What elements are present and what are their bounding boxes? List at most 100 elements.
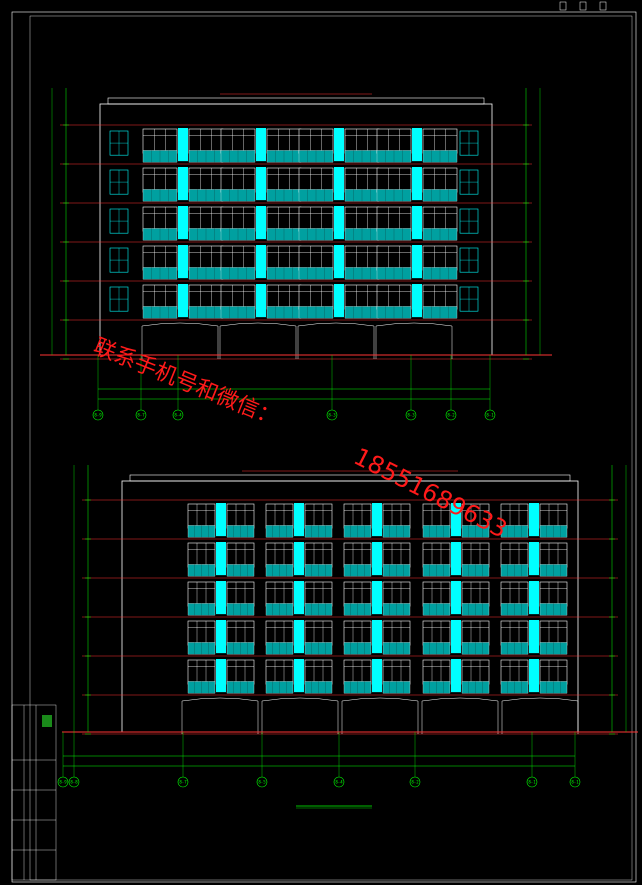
stair-glass-panel — [294, 620, 304, 654]
window-frame — [265, 542, 294, 568]
axis-bubble — [405, 409, 417, 421]
window-frame — [343, 542, 372, 568]
window-frame — [220, 206, 256, 232]
window-frame — [142, 245, 178, 271]
window-frame — [298, 284, 334, 310]
axis-bubble — [135, 409, 147, 421]
window-frame — [422, 206, 458, 232]
window-frame — [343, 620, 372, 646]
shop-front-arch — [375, 322, 453, 359]
stair-glass-panel — [334, 206, 344, 240]
window-frame — [376, 167, 412, 193]
window-frame — [376, 245, 412, 271]
window-frame — [344, 128, 380, 154]
stair-glass-panel — [334, 167, 344, 201]
stair-glass-panel — [256, 284, 266, 318]
window-frame — [266, 206, 302, 232]
window-frame — [422, 503, 451, 529]
window-frame — [539, 620, 568, 646]
axis-label: 8-4 — [174, 413, 182, 418]
window-frame — [187, 542, 216, 568]
axis-bubble — [177, 776, 189, 788]
window-frame — [304, 542, 333, 568]
axis-bubble — [445, 409, 457, 421]
window-frame — [500, 620, 529, 646]
stair-glass-panel — [294, 659, 304, 693]
window-frame — [142, 284, 178, 310]
window-frame — [142, 128, 178, 154]
window-frame — [461, 659, 490, 685]
window-frame — [188, 245, 224, 271]
shop-front-arch — [421, 697, 499, 734]
window-frame — [422, 581, 451, 607]
stair-glass-panel — [334, 284, 344, 318]
stair-glass-panel — [451, 581, 461, 615]
drawing-border — [11, 11, 637, 883]
stair-glass-panel — [372, 620, 382, 654]
axis-label: 8-1 — [571, 780, 579, 785]
window-frame — [500, 659, 529, 685]
window-frame — [304, 581, 333, 607]
stair-glass-panel — [256, 206, 266, 240]
axis-label: 8-1 — [486, 413, 494, 418]
window-frame — [226, 581, 255, 607]
axis-label: 8-1 — [528, 780, 536, 785]
stair-glass-panel — [451, 659, 461, 693]
window-frame — [422, 167, 458, 193]
window-frame — [226, 620, 255, 646]
window-frame — [539, 503, 568, 529]
axis-label: 8-3 — [407, 413, 415, 418]
window-frame — [265, 581, 294, 607]
window-frame — [298, 245, 334, 271]
window-frame — [343, 581, 372, 607]
window-frame — [265, 620, 294, 646]
window-frame — [344, 206, 380, 232]
window-frame — [298, 206, 334, 232]
axis-bubble — [526, 776, 538, 788]
shop-front-arch — [261, 697, 339, 734]
stair-glass-panel — [178, 245, 188, 279]
window-frame — [376, 206, 412, 232]
stair-glass-panel — [412, 284, 422, 318]
axis-bubble — [172, 409, 184, 421]
stair-glass-panel — [451, 542, 461, 576]
stair-glass-panel — [529, 542, 539, 576]
axis-bubble — [57, 776, 69, 788]
window-frame — [461, 620, 490, 646]
axis-bubble — [68, 776, 80, 788]
stair-glass-panel — [529, 659, 539, 693]
axis-bubble — [333, 776, 345, 788]
window-frame — [344, 245, 380, 271]
window-frame — [539, 542, 568, 568]
window-frame — [539, 581, 568, 607]
window-frame — [187, 620, 216, 646]
window-frame — [220, 284, 256, 310]
stair-glass-panel — [216, 620, 226, 654]
stair-glass-panel — [178, 206, 188, 240]
stair-glass-panel — [529, 503, 539, 537]
window-frame — [188, 206, 224, 232]
corner-marks — [559, 1, 607, 11]
window-frame — [422, 542, 451, 568]
window-frame — [539, 659, 568, 685]
drawing-inner-border — [29, 15, 633, 881]
window-frame — [265, 503, 294, 529]
axis-label: 8-9 — [94, 413, 102, 418]
stair-glass-panel — [294, 581, 304, 615]
axis-label: 8-2 — [411, 780, 419, 785]
axis-label: 8-4 — [335, 780, 343, 785]
stair-glass-panel — [216, 659, 226, 693]
stair-glass-panel — [178, 128, 188, 162]
window-frame — [500, 542, 529, 568]
axis-bubble — [92, 409, 104, 421]
window-frame — [422, 284, 458, 310]
window-frame — [461, 542, 490, 568]
stair-glass-panel — [372, 581, 382, 615]
window-frame — [343, 503, 372, 529]
window-frame — [500, 503, 529, 529]
window-frame — [298, 128, 334, 154]
title-block-logo — [42, 715, 52, 727]
window-frame — [188, 128, 224, 154]
